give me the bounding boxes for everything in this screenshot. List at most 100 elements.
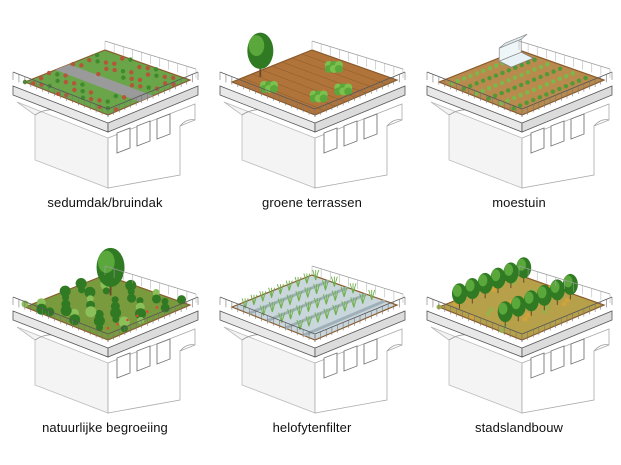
reed [280, 298, 285, 309]
reed [296, 305, 300, 316]
reed [262, 291, 267, 302]
sedum-patch [72, 87, 77, 93]
window [136, 120, 151, 147]
shrub [480, 78, 486, 83]
reed [313, 283, 318, 294]
reed [344, 301, 349, 312]
reed [325, 294, 330, 305]
reed [304, 287, 309, 298]
urban-farm [436, 257, 578, 334]
reed [308, 316, 313, 327]
reed [316, 297, 321, 309]
panel-sedum: sedumdak/bruindak [5, 20, 205, 240]
sedum-patch [55, 78, 60, 83]
shrub [531, 87, 536, 92]
shrub [136, 297, 144, 305]
reed [259, 291, 264, 302]
reed [306, 273, 311, 284]
reed [250, 294, 255, 305]
sedum-patch [121, 75, 126, 80]
sedum-patch [145, 65, 150, 71]
reed [334, 290, 339, 301]
reed [313, 297, 318, 309]
building-left-wall [430, 101, 523, 189]
sedum-patch [146, 85, 151, 90]
bracket [386, 344, 403, 352]
shrub [269, 84, 278, 93]
reed [362, 293, 367, 304]
shrub [519, 72, 524, 78]
flower [155, 306, 159, 309]
sedum-patch [129, 83, 135, 88]
window [156, 113, 171, 140]
window [550, 345, 565, 372]
reed [323, 308, 328, 319]
building-left-wall [223, 326, 316, 414]
sedum-patch [171, 82, 176, 87]
reed [303, 273, 308, 284]
reed [350, 297, 355, 308]
reed [286, 294, 291, 305]
shrub [532, 67, 537, 72]
shrub [525, 60, 531, 65]
shrub [583, 75, 588, 81]
sedum-patch [63, 73, 68, 78]
roof-deck [437, 49, 606, 116]
reed [268, 301, 273, 313]
window [363, 338, 378, 365]
shrub [468, 83, 473, 89]
sedum-patch [128, 57, 133, 62]
railing [426, 40, 613, 117]
reed [353, 297, 358, 308]
sedum-patch [170, 75, 176, 81]
sedum-patch [145, 72, 151, 77]
shrub [334, 64, 343, 73]
window [570, 338, 585, 365]
panel-terrace: groene terrassen [212, 20, 412, 240]
shrub [160, 303, 170, 313]
shrub [551, 69, 556, 74]
flower [145, 310, 149, 313]
shrub [481, 68, 486, 73]
shrub [538, 84, 543, 90]
reed [322, 280, 326, 291]
crop-patch [488, 307, 494, 313]
shrub [474, 91, 479, 96]
reed [290, 308, 295, 320]
reed [322, 294, 327, 305]
reed [352, 283, 357, 294]
tree-highlight [524, 291, 534, 304]
sedum-patch [105, 106, 111, 111]
shrub [563, 84, 569, 89]
greenhouse-roof [498, 33, 528, 49]
shrub [557, 76, 562, 82]
crop-patch [545, 305, 551, 311]
shrub [474, 81, 479, 86]
shrub [69, 314, 81, 326]
sedum-patch [79, 63, 84, 68]
sedum-patch [80, 88, 85, 94]
shrub [319, 94, 328, 103]
reed [287, 308, 292, 320]
shrub [511, 95, 517, 101]
reed [276, 284, 281, 295]
sedum-patch [63, 79, 69, 85]
shrub [75, 277, 87, 289]
sedum-patch [113, 107, 119, 112]
shrub [557, 86, 562, 92]
reed [359, 293, 364, 304]
shrub [512, 75, 518, 80]
sedum-patch [113, 93, 119, 99]
reed [271, 287, 276, 298]
roof-illustration-urbanfarm [426, 257, 613, 414]
crop-patch [469, 314, 475, 320]
sedum-patch [103, 60, 109, 65]
building [426, 310, 613, 414]
railing [219, 265, 406, 342]
shrub [86, 295, 94, 303]
building [219, 310, 406, 414]
window [323, 352, 338, 379]
shrub [486, 96, 491, 101]
crop-patch [541, 309, 547, 315]
reed [312, 269, 317, 281]
